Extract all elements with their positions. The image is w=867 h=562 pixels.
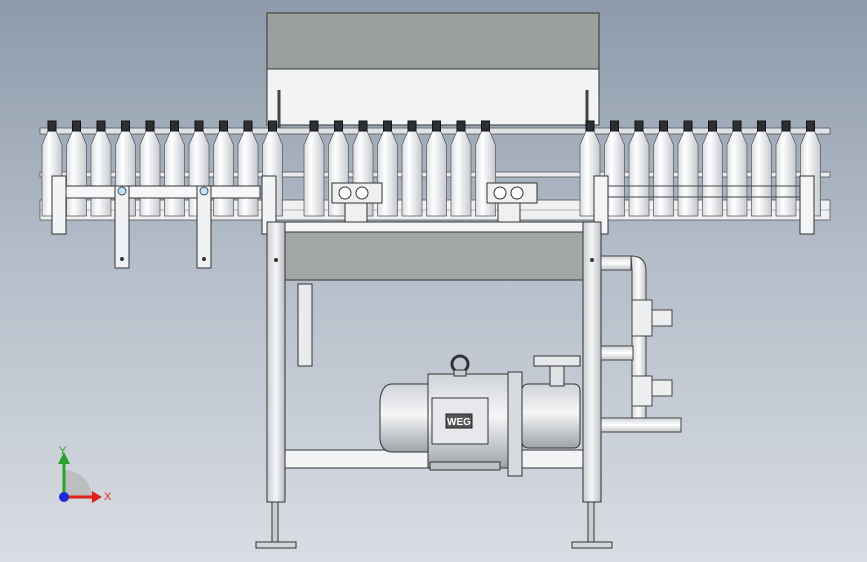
bottle-icon [401,120,423,217]
bottle-icon [628,120,650,217]
motor-brand-label: WEG [447,417,471,428]
bottle-icon [237,120,259,217]
bottle-icon [303,120,325,217]
bottle-icon [426,120,447,217]
guide-rail-left [51,175,277,269]
bottle-icon [164,120,185,217]
bottle-icon [677,120,699,217]
hood [266,12,600,130]
bottle-icon [653,120,674,217]
bottle-icon [66,120,87,217]
bottle-icon [90,120,112,217]
z-axis-dot [59,492,69,502]
y-axis-label: Y [59,445,67,457]
axis-triad: Y X [58,445,112,503]
bottle-icon [726,120,748,217]
bottle-icon [139,120,161,217]
bottle-icon [775,120,797,217]
x-axis-label: X [104,491,112,503]
bottle-icon [751,120,772,217]
x-axis-arrowhead [92,491,102,503]
bottle-icon [213,120,234,217]
bottle-icon [604,120,625,217]
bottle-icon [702,120,723,217]
y-axis-arrowhead [58,452,70,464]
guide-rail-right [593,175,815,235]
pump-motor: WEG [379,354,581,477]
bottle-row [41,120,821,217]
piping [600,255,682,433]
bottle-icon [450,120,472,217]
